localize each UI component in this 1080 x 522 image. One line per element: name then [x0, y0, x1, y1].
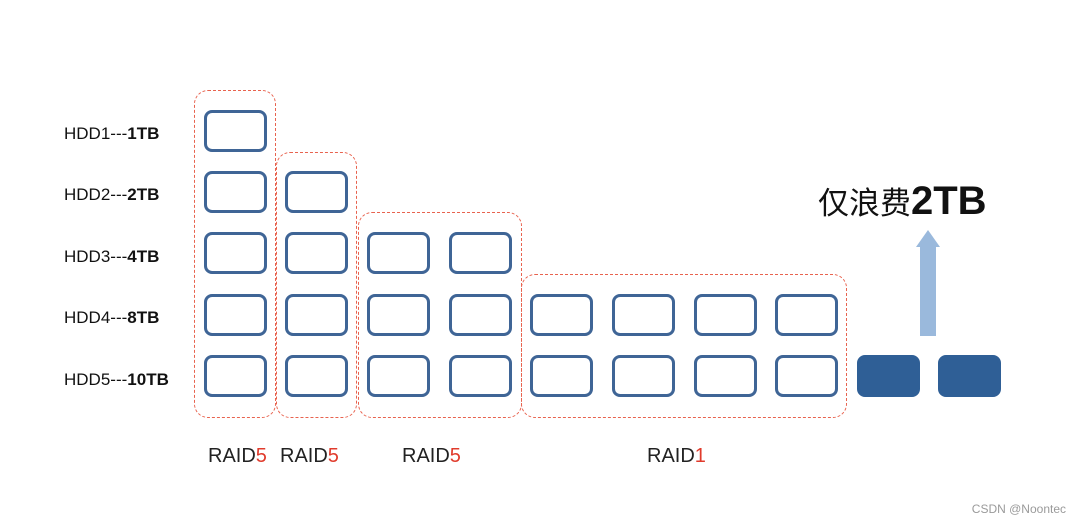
disk-block: [285, 232, 348, 274]
raid-label-4: RAID1: [647, 443, 706, 469]
raid-level: 5: [327, 445, 339, 467]
disk-block: [285, 355, 348, 397]
disk-block: [204, 232, 267, 274]
drive-label-hdd4: HDD4---8TB: [64, 306, 184, 330]
up-arrow-icon: [916, 230, 940, 247]
drive-size: 2TB: [127, 185, 160, 204]
disk-block: [367, 232, 430, 274]
disk-block: [449, 294, 512, 336]
raid-level: 5: [255, 445, 267, 467]
raid-prefix: RAID: [280, 445, 328, 467]
raid-level: 5: [449, 445, 461, 467]
waste-note: 仅浪费2TB: [818, 176, 987, 226]
disk-block: [449, 355, 512, 397]
raid-group-2-outline: [276, 152, 357, 418]
raid-prefix: RAID: [402, 445, 450, 467]
raid-group-4-outline: [521, 274, 847, 418]
drive-name: HDD5---: [64, 370, 128, 389]
drive-size: 1TB: [127, 124, 160, 143]
disk-block: [204, 110, 267, 152]
raid-level: 1: [694, 445, 706, 467]
up-arrow-shaft: [920, 246, 936, 336]
raid-label-2: RAID5: [280, 443, 339, 469]
disk-block: [367, 355, 430, 397]
waste-note-amount: 2TB: [911, 179, 987, 223]
drive-name: HDD2---: [64, 185, 128, 204]
raid-prefix: RAID: [647, 445, 695, 467]
drive-name: HDD4---: [64, 308, 128, 327]
disk-block: [775, 294, 838, 336]
drive-label-hdd3: HDD3---4TB: [64, 245, 184, 269]
waste-note-prefix: 仅浪费: [818, 186, 911, 221]
disk-block: [694, 355, 757, 397]
disk-block: [530, 355, 593, 397]
drive-name: HDD1---: [64, 124, 128, 143]
drive-size: 4TB: [127, 247, 160, 266]
disk-block: [775, 355, 838, 397]
watermark: CSDN @Noontec: [971, 502, 1066, 516]
disk-block: [612, 294, 675, 336]
disk-block: [204, 171, 267, 213]
raid-label-1: RAID5: [208, 443, 267, 469]
disk-block: [285, 171, 348, 213]
disk-block: [204, 355, 267, 397]
drive-label-hdd5: HDD5---10TB: [64, 368, 184, 392]
disk-block: [204, 294, 267, 336]
disk-block: [612, 355, 675, 397]
disk-block: [367, 294, 430, 336]
disk-block: [530, 294, 593, 336]
disk-block: [285, 294, 348, 336]
wasted-disk-block: [857, 355, 920, 397]
drive-size: 8TB: [127, 308, 160, 327]
disk-block: [449, 232, 512, 274]
drive-name: HDD3---: [64, 247, 128, 266]
raid-group-1-outline: [194, 90, 276, 418]
raid-prefix: RAID: [208, 445, 256, 467]
drive-label-hdd1: HDD1---1TB: [64, 122, 184, 146]
disk-block: [694, 294, 757, 336]
drive-size: 10TB: [127, 370, 169, 389]
drive-label-hdd2: HDD2---2TB: [64, 183, 184, 207]
raid-label-3: RAID5: [402, 443, 461, 469]
wasted-disk-block: [938, 355, 1001, 397]
